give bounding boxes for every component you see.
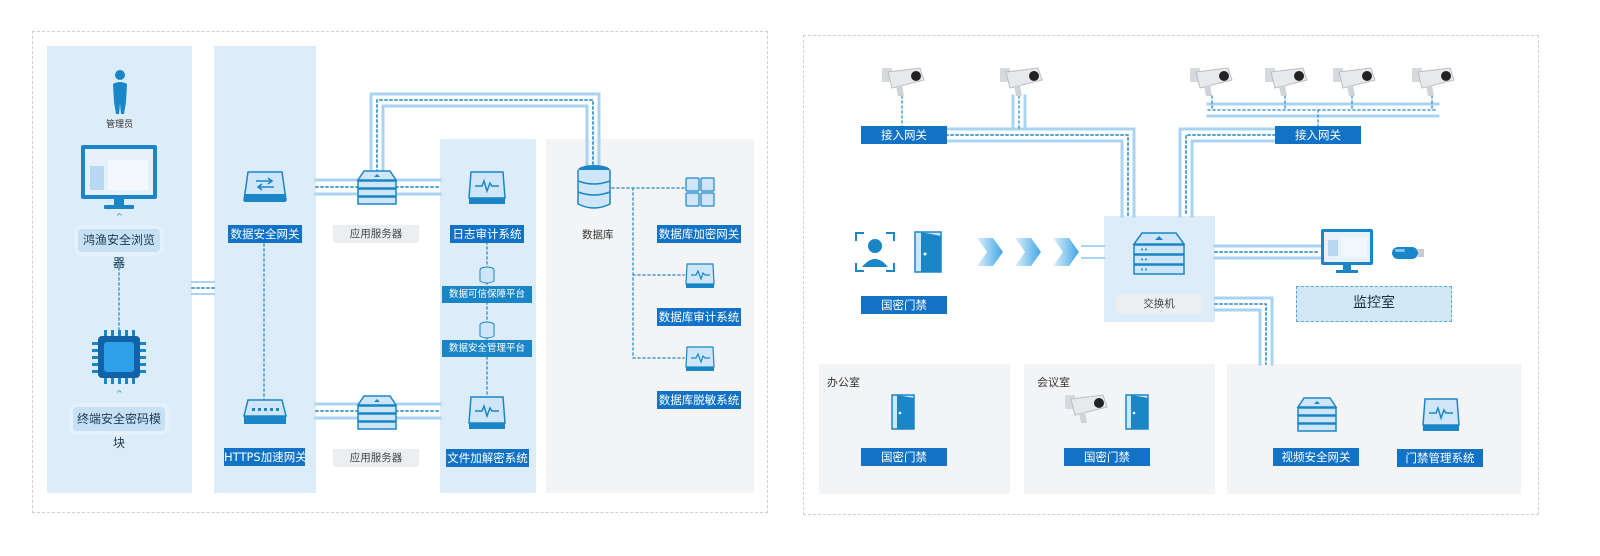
camera-icon-6	[1412, 67, 1455, 96]
crypto-module-label[interactable]: 终端安全密码模块	[73, 407, 165, 450]
door-mgmt-monitor-icon	[1422, 398, 1460, 431]
browser-label[interactable]: 鸿渔安全浏览器	[78, 229, 160, 270]
admin-label: 管理员	[106, 120, 134, 130]
app-server-bottom-label: 应用服务器	[333, 449, 419, 467]
door-mgmt-label[interactable]: 门禁管理系统	[1397, 449, 1483, 467]
trust-db-icon	[479, 266, 495, 284]
audit-monitor-icon	[468, 171, 506, 204]
server-icon-bottom	[356, 395, 398, 430]
db-mask-label[interactable]: 数据库脱敏系统	[657, 391, 741, 409]
left-panel-border	[32, 31, 768, 513]
meeting-room	[1024, 364, 1215, 494]
db-mask-monitor-icon	[685, 346, 715, 371]
chip-icon	[92, 330, 146, 384]
https-gateway-icon	[243, 399, 287, 424]
access-gateway-left-label[interactable]: 接入网关	[861, 126, 947, 144]
monitor-room-monitor-icon	[1321, 229, 1373, 273]
db-encrypt-gateway-label[interactable]: 数据库加密网关	[657, 225, 741, 243]
mgmt-db-icon	[479, 321, 495, 339]
security-mgmt-label[interactable]: 数据安全管理平台	[442, 340, 532, 357]
office-title: 办公室	[827, 376, 860, 389]
file-crypto-monitor-icon	[468, 396, 506, 429]
app-server-top-label: 应用服务器	[333, 225, 419, 243]
log-audit-label[interactable]: 日志审计系统	[450, 225, 524, 243]
trust-platform-label[interactable]: 数据可信保障平台	[442, 286, 532, 303]
cubes-icon	[685, 177, 715, 207]
db-audit-monitor-icon	[685, 263, 715, 288]
db-audit-label[interactable]: 数据库审计系统	[657, 308, 741, 326]
server-icon	[356, 170, 398, 205]
office-door-label[interactable]: 国密门禁	[861, 448, 947, 466]
camera-icon-5	[1333, 67, 1376, 96]
meeting-door-label[interactable]: 国密门禁	[1064, 448, 1150, 466]
camera-icon-4	[1265, 67, 1308, 96]
meeting-camera-icon	[1065, 394, 1108, 423]
access-control-label[interactable]: 国密门禁	[861, 296, 947, 314]
access-gateway-right-label[interactable]: 接入网关	[1275, 126, 1361, 144]
camera-icon	[882, 67, 925, 96]
meeting-door-icon	[1125, 394, 1149, 430]
monitor-room-label[interactable]: 监控室	[1296, 286, 1452, 322]
person-icon	[113, 70, 127, 114]
browser-arrow-up-icon: ^	[116, 212, 123, 221]
camera-icon-3	[1190, 67, 1233, 96]
usb-key-icon	[1392, 247, 1424, 259]
database-label: 数据库	[582, 229, 614, 241]
monitor-icon	[81, 145, 157, 209]
gateway-top-label[interactable]: 数据安全网关	[228, 225, 302, 243]
database-icon	[577, 165, 611, 209]
face-scan-icon	[855, 232, 895, 272]
switch-label: 交换机	[1116, 295, 1202, 313]
gateway-icon	[243, 171, 287, 202]
chip-arrow-up-icon: ^	[116, 389, 123, 398]
control-room	[1227, 364, 1521, 494]
office-door-icon	[891, 394, 915, 430]
gateway-bottom-label[interactable]: HTTPS加速网关	[224, 448, 307, 466]
right-panel-border	[803, 35, 1539, 515]
file-crypto-label[interactable]: 文件加解密系统	[446, 449, 529, 467]
video-gateway-label[interactable]: 视频安全网关	[1273, 448, 1359, 466]
arrow-icon	[977, 238, 1079, 266]
meeting-title: 会议室	[1037, 376, 1070, 389]
door-icon	[914, 231, 942, 273]
camera-icon-2	[1000, 67, 1043, 96]
switch-icon	[1132, 232, 1186, 275]
video-gateway-server-icon	[1296, 397, 1338, 432]
